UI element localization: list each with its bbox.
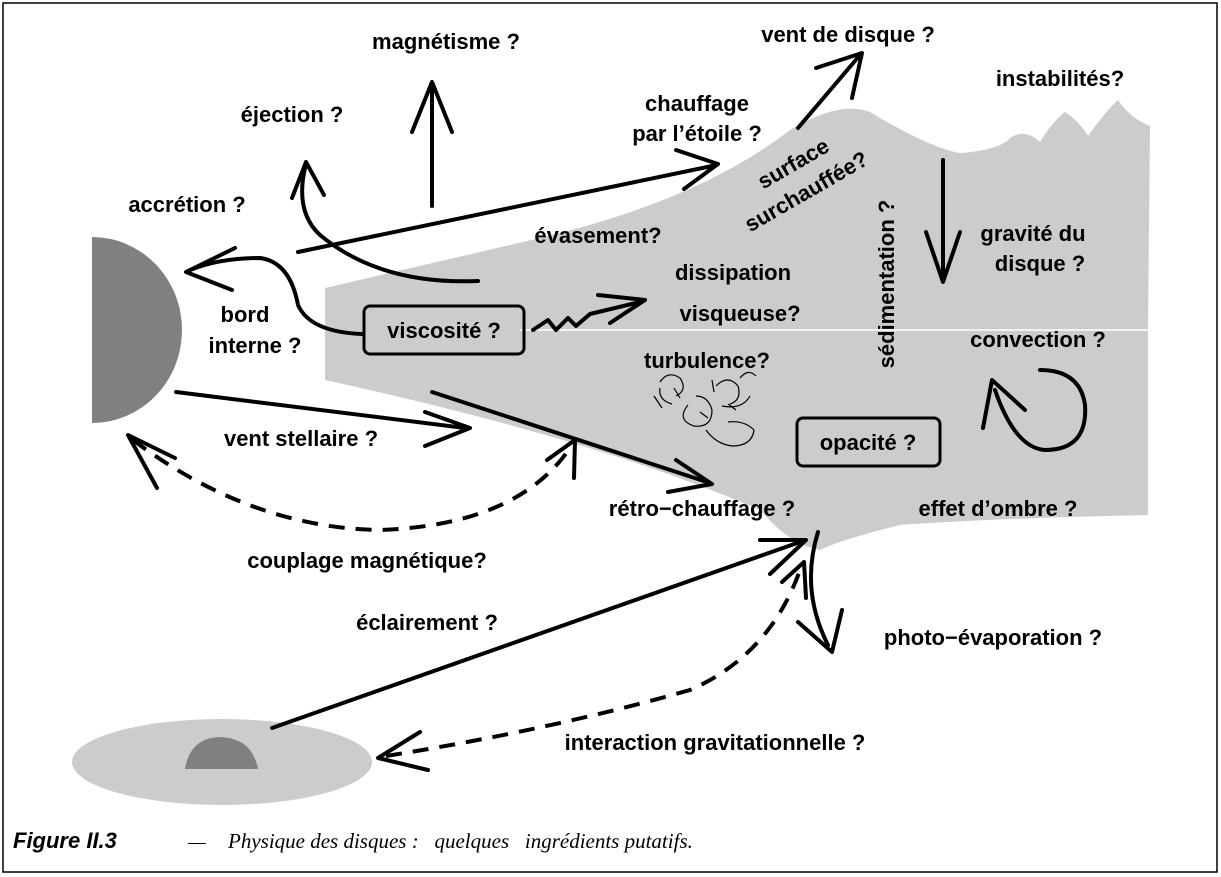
arrowhead-vent-stellaire xyxy=(423,410,472,448)
label-dissipation-2: visqueuse? xyxy=(679,301,800,326)
label-evasement: évasement? xyxy=(534,223,661,248)
arrow-photo-evaporation xyxy=(808,530,830,647)
label-convection: convection ? xyxy=(970,327,1106,352)
arrowhead-convection xyxy=(981,378,1027,430)
arrowhead-interaction-left xyxy=(376,730,430,772)
label-dissipation-1: dissipation xyxy=(675,260,791,285)
label-bord-2: interne ? xyxy=(209,333,302,358)
arrowhead-ejection xyxy=(290,160,326,200)
arrow-couplage xyxy=(131,438,574,533)
label-gravite-2: disque ? xyxy=(995,251,1085,276)
label-turbulence: turbulence? xyxy=(644,348,770,373)
label-effet-ombre: effet d’ombre ? xyxy=(919,496,1078,521)
arrowhead-photo-evaporation xyxy=(796,608,844,654)
arrow-eclairement xyxy=(270,540,802,730)
viscosite-box xyxy=(362,304,526,356)
label-chauffage-2: par l’étoile ? xyxy=(632,121,762,146)
arrowhead-couplage-right xyxy=(545,438,577,480)
label-sedimentation: sédimentation ? xyxy=(874,200,899,369)
arrowhead-interaction-right xyxy=(780,560,808,600)
arrowhead-eclairement xyxy=(758,538,808,576)
label-gravite-1: gravité du xyxy=(980,221,1085,246)
label-interaction: interaction gravitationnelle ? xyxy=(565,730,866,755)
caption-label: Figure II.3 xyxy=(13,828,117,853)
arrow-convection xyxy=(993,368,1088,452)
arrow-interaction xyxy=(385,569,802,758)
label-retro-chauffage: rétro−chauffage ? xyxy=(609,496,795,521)
label-vent-stellaire: vent stellaire ? xyxy=(224,426,378,451)
arrow-chauffage xyxy=(296,164,714,254)
neighbor-star xyxy=(185,737,258,769)
arrow-accretion xyxy=(188,256,364,336)
arrowhead-retro-chauffage xyxy=(666,458,714,494)
arrowhead-gravite xyxy=(924,230,962,284)
arrow-ejection xyxy=(300,166,480,284)
label-photo-evaporation: photo−évaporation ? xyxy=(884,625,1102,650)
arrow-vent-stellaire xyxy=(174,390,467,430)
label-couplage: couplage magnétique? xyxy=(247,548,487,573)
label-instabilites: instabilités? xyxy=(996,66,1124,91)
arrowhead-viscous-dissipation xyxy=(596,293,647,325)
label-accretion: accrétion ? xyxy=(128,192,245,217)
arrowhead-magnetisme xyxy=(410,80,454,134)
caption-text: Physique des disques : quelques ingrédie… xyxy=(227,829,693,853)
arrowhead-chauffage xyxy=(674,148,720,191)
arrow-viscous-dissipation xyxy=(531,300,642,332)
opacite-box xyxy=(795,416,942,468)
label-eclairement: éclairement ? xyxy=(356,610,498,635)
label-vent-disque: vent de disque ? xyxy=(761,22,935,47)
label-magnetisme: magnétisme ? xyxy=(372,29,520,54)
arrow-vent-disque xyxy=(796,53,862,130)
caption-dash: — xyxy=(187,831,206,853)
arrowhead-accretion xyxy=(184,246,237,292)
central-star xyxy=(92,237,182,423)
label-opacite: opacité ? xyxy=(820,430,917,455)
arrowhead-couplage-left xyxy=(126,433,177,490)
label-viscosite: viscosité ? xyxy=(387,318,501,343)
label-bord-1: bord xyxy=(221,302,270,327)
turbulence-eddies xyxy=(653,371,757,447)
label-ejection: éjection ? xyxy=(241,102,344,127)
arrowhead-vent-disque xyxy=(814,51,864,100)
label-chauffage-1: chauffage xyxy=(645,91,749,116)
arrow-retro-chauffage xyxy=(430,390,712,485)
